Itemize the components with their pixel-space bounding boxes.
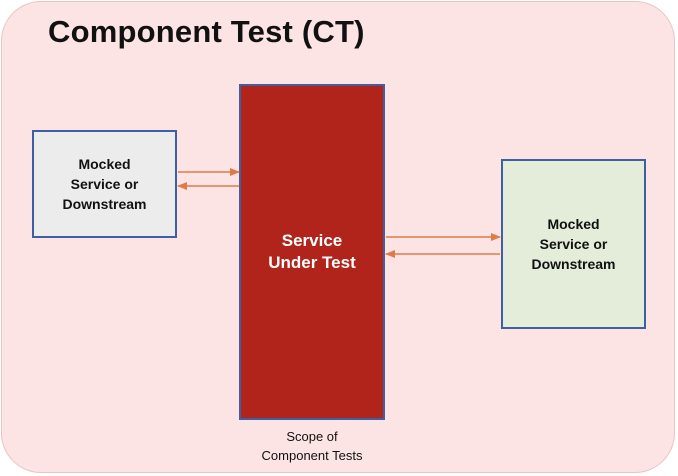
diagram-title: Component Test (CT): [48, 14, 365, 49]
service-under-test-box: Service Under Test: [239, 84, 385, 420]
mocked-service-right-box: Mocked Service or Downstream: [501, 159, 646, 329]
service-under-test-label: Service Under Test: [268, 231, 356, 272]
mocked-service-right-label: Mocked Service or Downstream: [531, 216, 616, 272]
mocked-service-left-label: Mocked Service or Downstream: [62, 156, 147, 212]
scope-caption: Scope of Component Tests: [261, 429, 363, 463]
mocked-service-left-box: Mocked Service or Downstream: [32, 130, 177, 238]
